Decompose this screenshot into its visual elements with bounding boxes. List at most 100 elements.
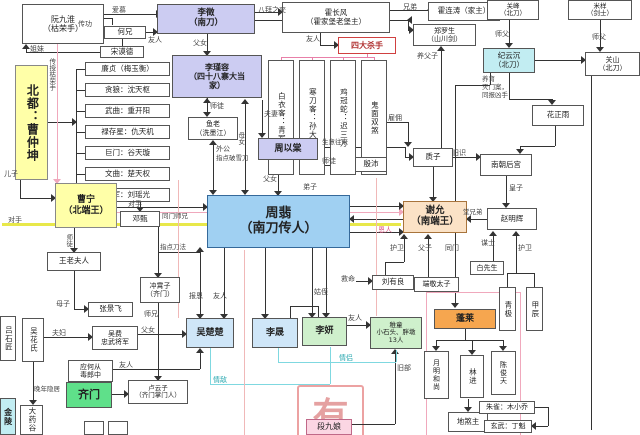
edge-label: 儿子 xyxy=(4,170,18,178)
relationship-line xyxy=(520,146,555,147)
relationship-line xyxy=(408,20,409,30)
relationship-line xyxy=(376,178,377,316)
arrowhead xyxy=(499,346,507,351)
arrowhead xyxy=(432,346,440,351)
relationship-line xyxy=(516,232,517,273)
node-hexiong: 何兄 xyxy=(104,26,146,39)
relationship-line xyxy=(312,248,313,317)
edge-label: 夫妻 xyxy=(264,110,278,118)
edge-label: 传功 xyxy=(78,20,92,28)
relationship-line xyxy=(532,426,548,427)
relationship-line xyxy=(265,248,266,318)
edge-label: 父女 xyxy=(141,326,155,334)
node-wanglaofuren: 王老夫人 xyxy=(47,252,101,271)
node-guanshan: 关山 （北刀） xyxy=(585,52,640,76)
relationship-line xyxy=(140,202,141,211)
relationship-line xyxy=(352,424,395,425)
arrowhead xyxy=(203,203,208,211)
edge-label: 养育 灭门案， 同报凶手 xyxy=(482,75,508,99)
edge-label: 友人 xyxy=(306,35,320,43)
edge-label: 师兄 xyxy=(144,310,158,318)
arrowhead xyxy=(72,118,77,126)
relationship-line xyxy=(320,33,321,45)
arrowhead xyxy=(437,46,445,51)
relationship-line xyxy=(48,122,76,123)
arrowhead xyxy=(22,44,30,49)
arrowhead xyxy=(391,349,399,354)
node-xieyun: 谢允 （南端王） xyxy=(403,201,467,233)
edge-label: 师父 xyxy=(592,33,606,41)
edge-label: 友人 xyxy=(213,292,227,300)
relationship-line xyxy=(468,399,469,411)
node-cut-1 xyxy=(84,421,104,435)
arrowhead xyxy=(196,348,204,353)
node-nanchaohougong: 南朝后宫 xyxy=(480,154,532,176)
node-wuhuashi: 吴花氏 xyxy=(22,318,44,362)
node-beidou-2: 贪狼：沈天枢 xyxy=(85,83,170,97)
relationship-line xyxy=(76,90,85,91)
relationship-line xyxy=(318,306,319,318)
relationship-line xyxy=(356,281,372,282)
arrowhead xyxy=(404,142,412,147)
node-zhitong: 稚童 小石头、胖墩 13人 xyxy=(370,317,422,349)
node-shashou-3: 鸡冠蛇：迟三万 xyxy=(330,60,356,175)
relationship-line xyxy=(490,73,491,85)
node-zhangjingfei: 张景飞 xyxy=(88,302,133,317)
arrowhead xyxy=(424,234,432,239)
arrowhead xyxy=(400,234,408,239)
relationship-line xyxy=(347,325,370,326)
node-liuyouliang: 刘有良 xyxy=(372,275,414,290)
relationship-line xyxy=(465,329,466,340)
arrowhead xyxy=(399,208,404,216)
arrowhead xyxy=(464,407,472,412)
relationship-line xyxy=(390,10,428,11)
node-beidou-5: 巨门：谷天璇 xyxy=(85,146,170,160)
arrowhead xyxy=(366,321,371,329)
relationship-line xyxy=(20,180,21,198)
relationship-line xyxy=(76,111,85,112)
edge-label: 友人 xyxy=(348,314,362,322)
arrowhead xyxy=(468,350,476,355)
relationship-line xyxy=(255,12,282,13)
node-yinpei: 殷沛 xyxy=(355,157,387,172)
relationship-line xyxy=(281,57,374,58)
arrowhead xyxy=(429,197,437,202)
relationship-line xyxy=(104,14,160,15)
relationship-line xyxy=(455,85,490,86)
relationship-line xyxy=(503,340,504,350)
edge-label: 父女 xyxy=(263,175,277,183)
node-wufei: 吴费 忠武将军 xyxy=(92,326,138,350)
edge-label: 养父子 xyxy=(417,52,438,60)
relationship-line xyxy=(330,347,331,384)
relationship-line xyxy=(395,350,396,424)
relationship-line xyxy=(428,235,429,277)
relationship-line xyxy=(112,18,113,25)
edge-label: 母女 xyxy=(236,132,245,145)
node-huazhengyu: 花正雨 xyxy=(532,105,584,126)
edge-label: 姑侄 xyxy=(314,288,328,296)
edge-label: 护卫 xyxy=(518,244,532,252)
relationship-line xyxy=(245,100,246,194)
arrowhead xyxy=(70,248,78,253)
node-xuanwu: 玄武：丁魁 xyxy=(484,420,532,433)
arrowhead xyxy=(334,41,339,49)
edge-label: 传授枯荣手 xyxy=(47,58,56,91)
relationship-line xyxy=(534,273,535,287)
node-yulao: 鱼老 （洗墨江） xyxy=(188,117,238,140)
relationship-line xyxy=(44,337,92,338)
node-luyunzi: 卢云子 （齐门掌门人） xyxy=(128,380,188,404)
edge-label: 母子 xyxy=(56,300,70,308)
relationship-line xyxy=(281,57,282,60)
node-caoning: 曹宁 （北端王） xyxy=(55,183,117,228)
relationship-line xyxy=(408,122,409,146)
node-baixiansheng: 白先生 xyxy=(470,261,504,275)
relationship-line xyxy=(122,34,123,46)
arrowhead xyxy=(182,330,187,338)
node-huochangfeng: 霍长风 （霍家堡老堡主） xyxy=(282,2,390,33)
relationship-line xyxy=(509,73,510,99)
arrowhead xyxy=(153,28,158,36)
relationship-line xyxy=(493,232,494,261)
relationship-line xyxy=(591,76,592,430)
relationship-line xyxy=(520,292,521,435)
